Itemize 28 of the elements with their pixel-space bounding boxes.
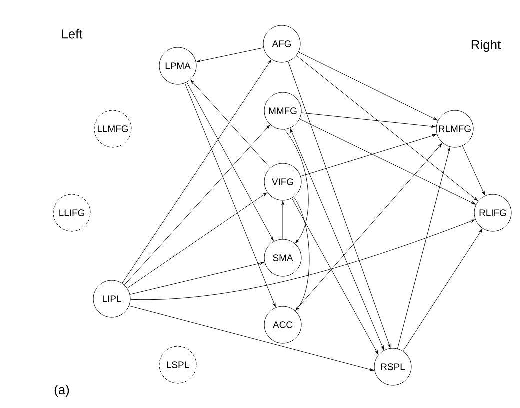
arrow: [397, 148, 451, 350]
curved-arrow: [294, 196, 310, 311]
arrow: [300, 134, 437, 177]
arrow: [462, 146, 486, 196]
arrow: [295, 143, 442, 312]
curved-arrow: [284, 129, 309, 244]
arrow: [290, 128, 384, 350]
arrow: [127, 192, 268, 289]
arrow: [298, 52, 438, 121]
arrow: [282, 201, 284, 240]
arrow: [184, 83, 276, 308]
arrow: [296, 55, 478, 202]
panel-label: (a): [54, 384, 70, 398]
arrow: [186, 82, 274, 242]
arrow: [402, 229, 483, 352]
arrow: [288, 61, 391, 348]
arrow: [190, 80, 271, 168]
arrow: [292, 198, 378, 354]
arrow: [301, 112, 436, 128]
arrow: [300, 118, 476, 205]
arrow: [130, 262, 264, 295]
side-label: Left: [62, 29, 83, 39]
arrow: [196, 48, 264, 63]
arrow: [129, 306, 374, 372]
arrow: [124, 125, 270, 286]
arrow: [122, 60, 272, 284]
curved-arrow: [130, 220, 475, 300]
side-label: Right: [472, 40, 502, 52]
